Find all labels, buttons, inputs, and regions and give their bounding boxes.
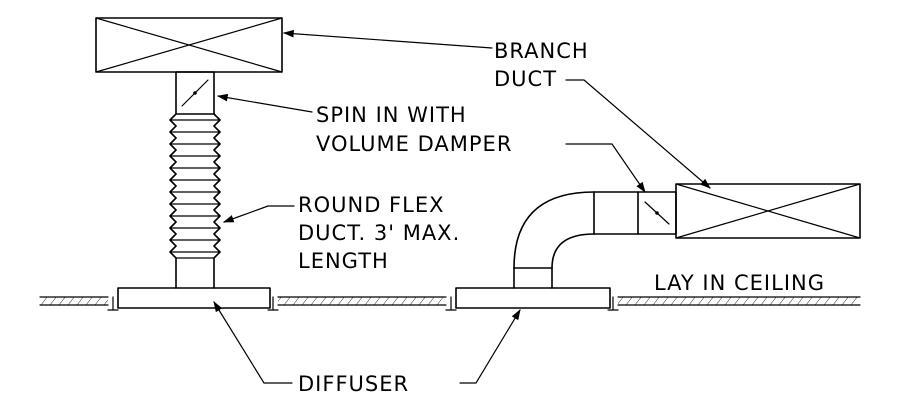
label-spin-in-line1: SPIN IN WITH xyxy=(316,103,467,127)
label-spin-in-line2: VOLUME DAMPER xyxy=(316,132,512,156)
label-branch-duct-line2: DUCT xyxy=(494,67,557,91)
ceiling-t-bars xyxy=(107,296,619,311)
lay-in-ceiling xyxy=(39,296,861,311)
label-flex-duct-line3: LENGTH xyxy=(298,249,389,273)
label-diffuser: DIFFUSER xyxy=(298,372,409,396)
spin-in-fitting-right xyxy=(637,191,677,235)
label-spin-in: SPIN IN WITH VOLUME DAMPER xyxy=(316,103,512,156)
label-flex-duct-line2: DUCT. 3' MAX. xyxy=(298,221,460,245)
leader-branch-duct xyxy=(282,29,711,189)
leader-spin-in xyxy=(216,93,646,193)
diffuser-left xyxy=(117,287,271,309)
branch-duct-left xyxy=(95,17,283,73)
leader-flex-duct xyxy=(222,205,295,223)
ceiling-tile-middle xyxy=(277,296,447,306)
diffuser-right xyxy=(455,287,611,309)
label-branch-duct: BRANCH DUCT xyxy=(494,39,589,91)
leader-diffuser xyxy=(213,301,521,384)
label-flex-duct: ROUND FLEX DUCT. 3' MAX. LENGTH xyxy=(298,193,460,273)
label-flex-duct-line1: ROUND FLEX xyxy=(298,193,444,217)
label-branch-duct-line1: BRANCH xyxy=(494,39,589,63)
round-elbow-duct xyxy=(513,191,639,289)
spin-in-fitting-left xyxy=(175,71,215,115)
ceiling-tile-right xyxy=(617,296,861,306)
round-flex-duct xyxy=(169,113,221,289)
branch-duct-right xyxy=(675,183,861,239)
label-lay-in-ceiling: LAY IN CEILING xyxy=(654,271,825,295)
ceiling-tile-left xyxy=(39,296,109,306)
